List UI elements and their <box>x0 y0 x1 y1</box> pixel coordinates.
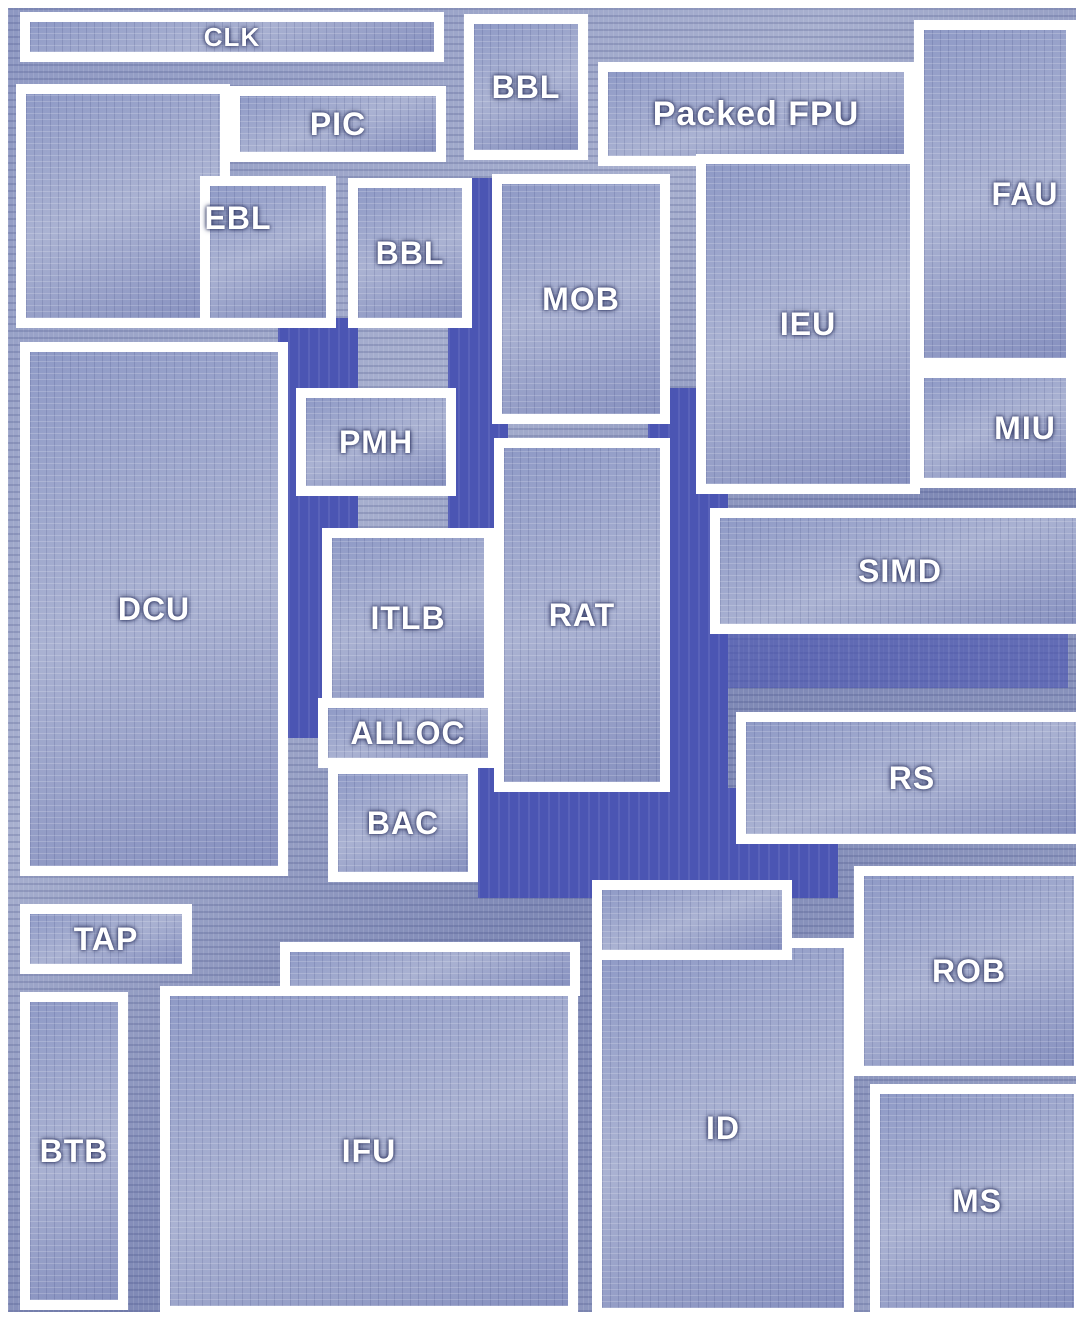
block-ieu: IEU <box>696 154 920 494</box>
processor-die: CLK PIC BBL Packed FPU EBL EBL BBL MOB I… <box>8 8 1076 1312</box>
block-btb: BTB <box>20 992 128 1310</box>
block-label: RS <box>888 759 936 796</box>
block-label: MOB <box>542 280 620 317</box>
block-label: CLK <box>203 21 261 52</box>
block-itlb: ITLB <box>322 528 494 708</box>
block-label: ROB <box>931 952 1007 989</box>
block-packed-fpu: Packed FPU <box>598 62 914 166</box>
block-label: IEU <box>779 305 837 342</box>
block-pmh: PMH <box>296 388 456 496</box>
block-label: FAU <box>991 175 1059 212</box>
interconnect-region <box>708 628 1068 688</box>
block-label: ALLOC <box>350 714 466 751</box>
block-rat: RAT <box>494 438 670 792</box>
block-label: BBL <box>375 234 445 271</box>
block-miu: MIU <box>914 368 1076 488</box>
block-label: DCU <box>117 590 191 627</box>
block-fau: FAU <box>914 20 1076 368</box>
block-label: MS <box>952 1182 1002 1219</box>
block-label: SIMD <box>858 552 942 589</box>
block-id-ext <box>592 880 792 960</box>
block-label: TAP <box>73 920 139 957</box>
block-label: ITLB <box>370 599 446 636</box>
block-mob: MOB <box>492 174 670 424</box>
block-rob: ROB <box>854 866 1076 1076</box>
block-simd: SIMD <box>710 508 1076 634</box>
block-label: PMH <box>338 423 414 460</box>
block-label: BBL <box>491 68 561 105</box>
block-label: MIU <box>994 409 1056 446</box>
block-ebl-ext <box>200 176 336 328</box>
block-bac: BAC <box>328 764 478 882</box>
block-ms: MS <box>870 1084 1076 1312</box>
block-label: BTB <box>39 1132 109 1169</box>
block-bbl-mid: BBL <box>348 178 472 328</box>
block-rs: RS <box>736 712 1076 844</box>
block-label: ID <box>706 1109 740 1146</box>
block-clk: CLK <box>20 12 444 62</box>
block-pic: PIC <box>230 86 446 162</box>
block-ifu-ext <box>280 942 580 996</box>
block-label: RAT <box>548 596 616 633</box>
ebl-label-overlay: EBL <box>148 198 328 238</box>
block-dcu: DCU <box>20 342 288 876</box>
block-label: BAC <box>366 804 440 841</box>
block-bbl-top: BBL <box>464 14 588 160</box>
block-ifu: IFU <box>160 986 578 1312</box>
block-label: IFU <box>341 1132 397 1169</box>
block-label: EBL <box>204 199 272 236</box>
block-label: PIC <box>309 105 367 142</box>
block-id: ID <box>592 938 854 1312</box>
block-label: Packed FPU <box>652 94 860 133</box>
block-alloc: ALLOC <box>318 698 498 768</box>
block-tap: TAP <box>20 904 192 974</box>
